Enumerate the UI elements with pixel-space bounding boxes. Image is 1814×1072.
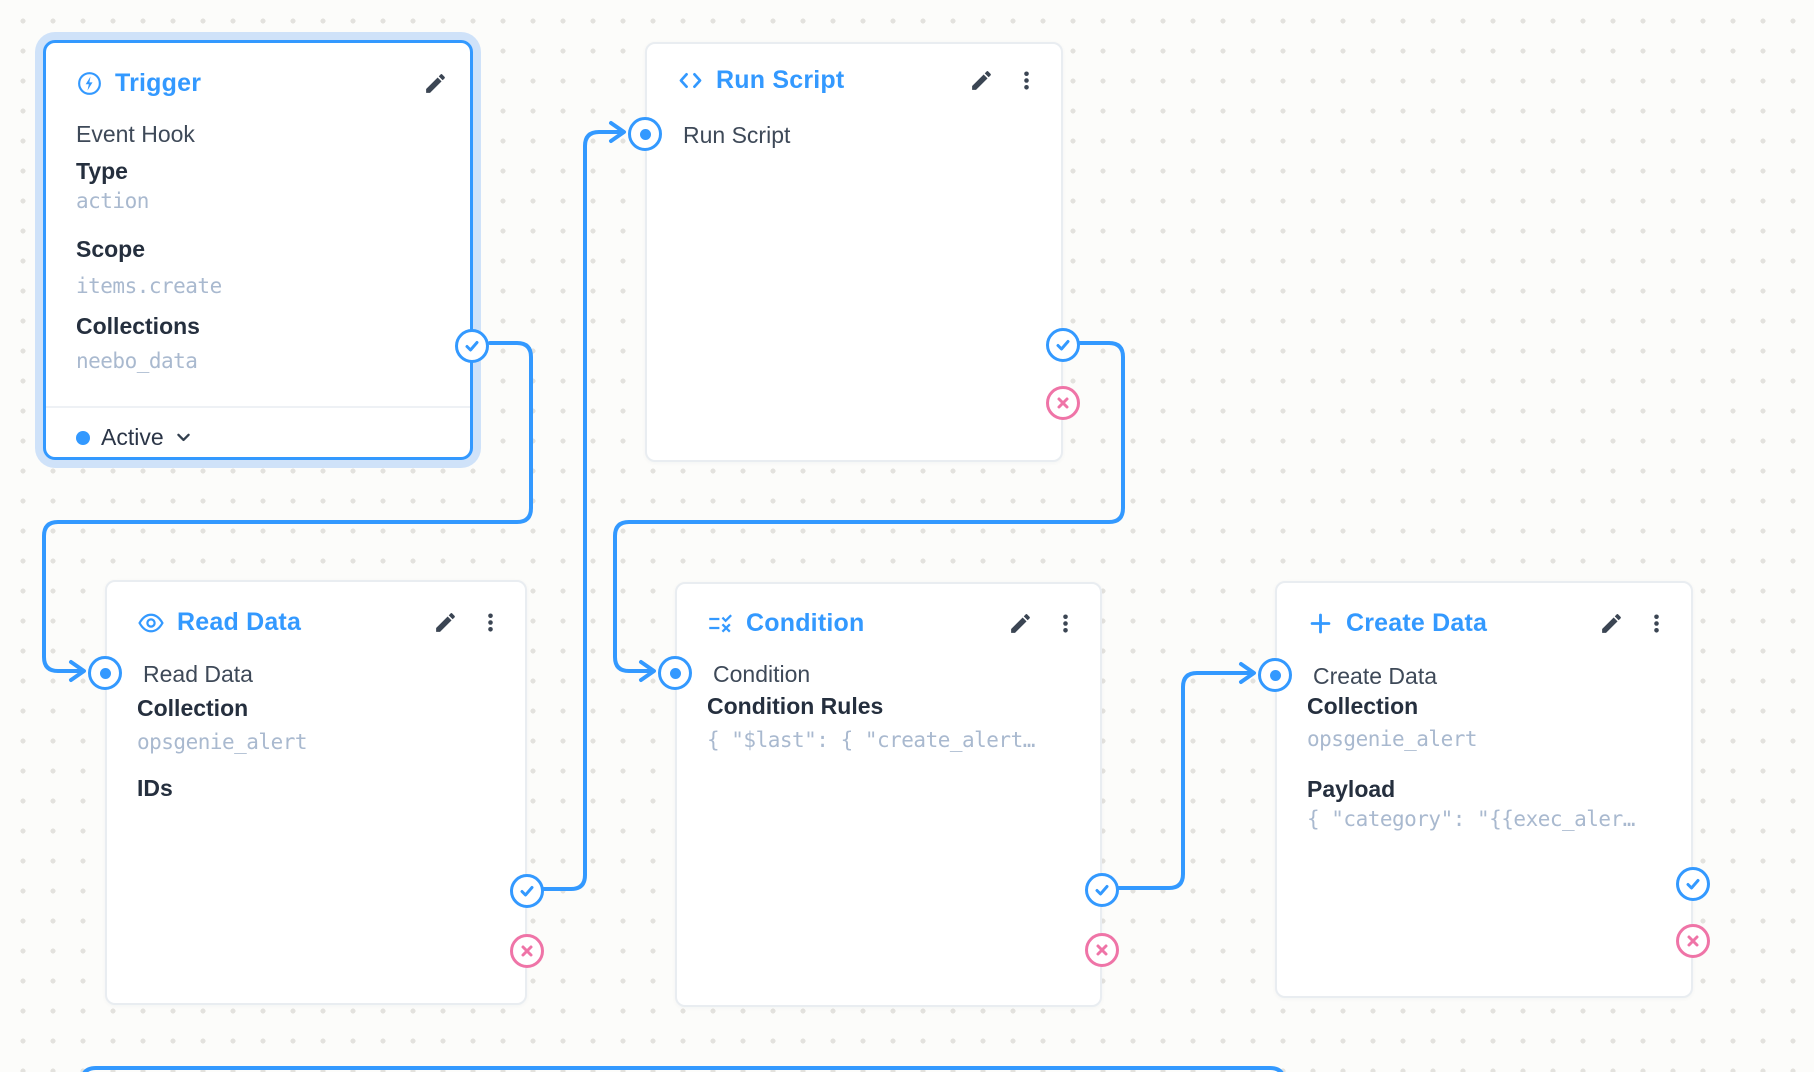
check-icon <box>1686 879 1700 890</box>
check-icon <box>1056 340 1070 351</box>
field-label: Type <box>76 158 128 184</box>
x-icon <box>1096 944 1108 956</box>
success-port[interactable] <box>510 874 544 908</box>
reject-port[interactable] <box>1046 386 1080 420</box>
pencil-icon <box>1602 614 1621 633</box>
x-icon <box>521 945 533 957</box>
arrowhead-icon <box>609 121 626 143</box>
eye-icon <box>138 613 164 632</box>
field-label: Condition Rules <box>707 693 884 719</box>
edge-read-data-to-run-script <box>542 130 622 891</box>
kebab-dots <box>1024 71 1029 90</box>
arrowhead-icon <box>69 660 86 682</box>
node-title-trigger: Trigger <box>76 69 201 98</box>
check-icon <box>465 341 479 352</box>
rule-icon <box>709 614 732 633</box>
pencil-icon <box>426 74 445 93</box>
reject-port[interactable] <box>1676 924 1710 958</box>
kebab-dots <box>488 613 493 632</box>
trigger-subtitle: Event Hook <box>76 121 195 147</box>
node-title-read-data: Read Data <box>137 608 301 637</box>
field-label: Collections <box>76 313 200 339</box>
edit-button[interactable] <box>1006 609 1035 638</box>
success-port[interactable] <box>455 329 489 363</box>
bolt-icon <box>78 72 101 95</box>
arrowhead-icon <box>639 660 656 682</box>
kebab-menu-icon[interactable] <box>476 608 505 637</box>
dot-circle-icon <box>669 667 681 679</box>
chevron-down-icon <box>176 433 190 442</box>
node-trigger[interactable]: Trigger Event Hook Type action Scope ite… <box>43 40 489 460</box>
edit-button[interactable] <box>431 608 460 637</box>
edit-button[interactable] <box>421 69 450 98</box>
status-dot-icon <box>76 430 90 445</box>
node-condition[interactable]: Condition Condition Condition Rules { "$… <box>658 582 1119 1007</box>
edge-offscreen-bottom <box>82 1066 1284 1072</box>
node-read-data[interactable]: Read Data Read Data Collection opsgenie_… <box>88 580 544 1005</box>
node-title-create-data: Create Data <box>1307 609 1487 638</box>
field-value: action <box>76 189 149 213</box>
input-port-label: Run Script <box>683 122 791 148</box>
dot-circle-icon <box>639 128 651 140</box>
x-icon <box>1057 397 1069 409</box>
kebab-dots <box>1654 614 1659 633</box>
field-value: { "$last": { "create_alert… <box>707 728 1035 752</box>
pencil-icon <box>972 71 991 90</box>
x-icon <box>1687 935 1699 947</box>
reject-port[interactable] <box>1085 933 1119 967</box>
pencil-icon <box>1011 614 1030 633</box>
field-label: Scope <box>76 236 146 262</box>
field-value: items.create <box>76 274 222 298</box>
field-label: Payload <box>1307 776 1396 802</box>
field-label: Collection <box>137 695 249 721</box>
plus-icon <box>1310 613 1331 634</box>
input-port-label: Create Data <box>1313 663 1438 689</box>
arrowhead-icon <box>1239 662 1256 684</box>
edge-condition-to-create-data <box>1117 671 1252 890</box>
divider <box>46 406 470 408</box>
node-title-condition: Condition <box>707 609 864 638</box>
input-port[interactable] <box>658 656 692 690</box>
dot-circle-icon <box>99 667 111 679</box>
success-port[interactable] <box>1046 328 1080 362</box>
input-port[interactable] <box>1258 658 1292 692</box>
kebab-menu-icon[interactable] <box>1051 609 1080 638</box>
check-icon <box>1095 885 1109 896</box>
node-run-script[interactable]: Run Script Run Script <box>628 42 1080 462</box>
pencil-icon <box>436 613 455 632</box>
edit-button[interactable] <box>1597 609 1626 638</box>
field-value: { "category": "{{exec_aler… <box>1307 807 1635 831</box>
input-port-label: Condition <box>713 661 811 687</box>
kebab-menu-icon[interactable] <box>1642 609 1671 638</box>
kebab-menu-icon[interactable] <box>1012 66 1041 95</box>
reject-port[interactable] <box>510 934 544 968</box>
status-label: Active <box>101 424 164 450</box>
field-value: opsgenie_alert <box>1307 727 1478 751</box>
node-create-data[interactable]: Create Data Create Data Collection opsge… <box>1258 581 1710 998</box>
field-value: neebo_data <box>76 349 198 373</box>
edit-button[interactable] <box>967 66 996 95</box>
field-label: Collection <box>1307 693 1419 719</box>
field-value: opsgenie_alert <box>137 730 308 754</box>
success-port[interactable] <box>1676 867 1710 901</box>
check-icon <box>520 886 534 897</box>
field-label: IDs <box>137 775 173 801</box>
dot-circle-icon <box>1269 669 1281 681</box>
code-icon <box>679 72 702 89</box>
input-port[interactable] <box>628 117 662 151</box>
input-port-label: Read Data <box>143 661 253 687</box>
node-title-run-script: Run Script <box>677 66 844 95</box>
input-port[interactable] <box>88 656 122 690</box>
status-toggle[interactable]: Active <box>76 424 192 451</box>
kebab-dots <box>1063 614 1068 633</box>
success-port[interactable] <box>1085 873 1119 907</box>
